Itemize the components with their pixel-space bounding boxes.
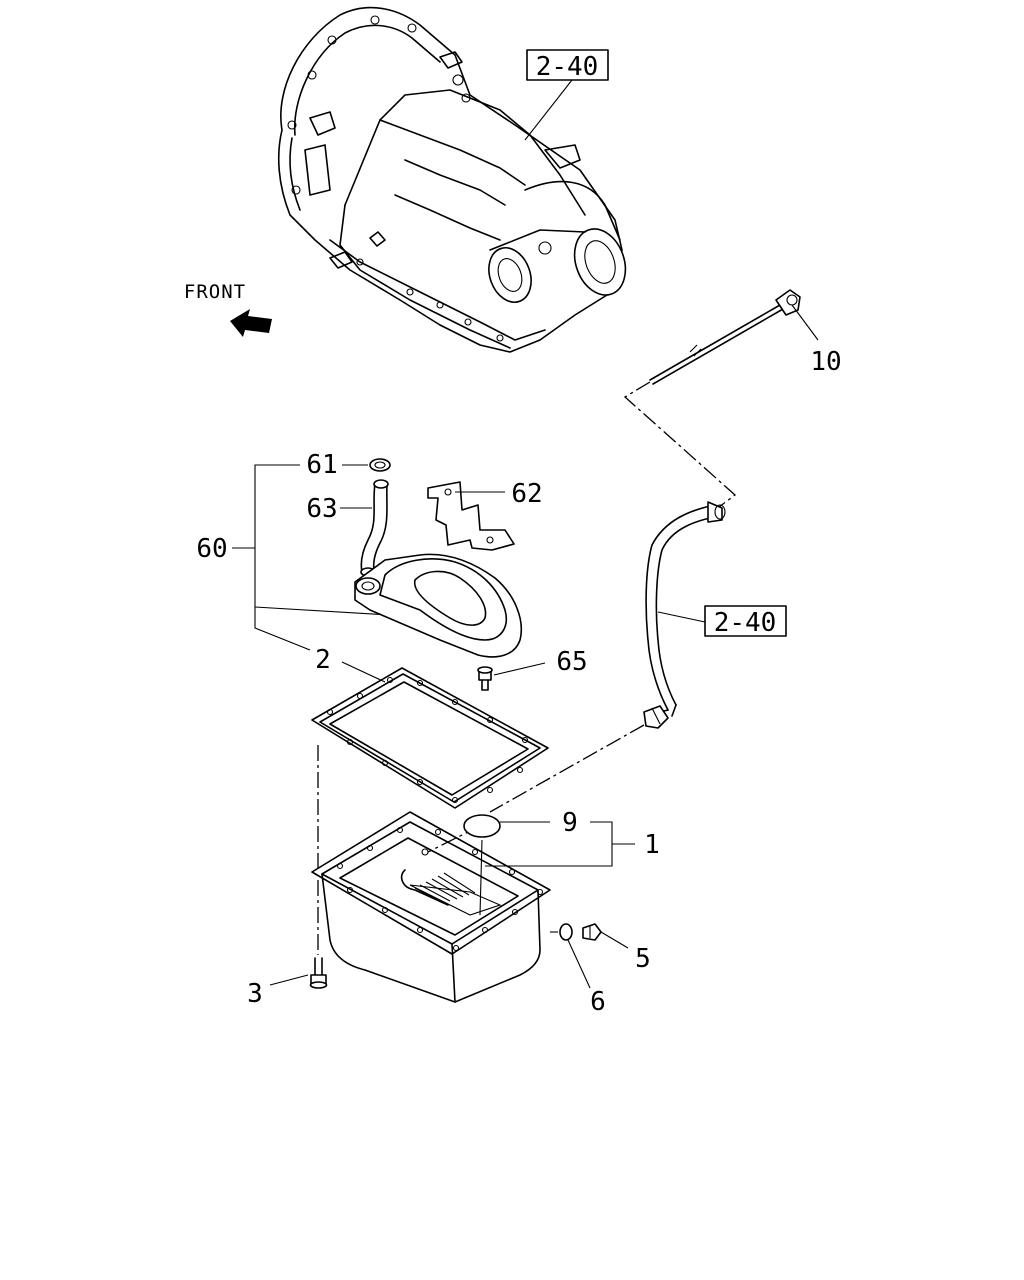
reference-box-pipe-frame xyxy=(704,605,787,637)
o-ring-61: 61 xyxy=(306,450,391,480)
bolt-3: 3 xyxy=(247,957,328,1009)
callout-3: 3 xyxy=(247,979,263,1009)
front-label: FRONT xyxy=(184,281,246,303)
drain-plug-5: 5 xyxy=(582,923,651,974)
reference-box-top-frame xyxy=(526,49,609,81)
callout-60: 60 xyxy=(196,534,227,564)
bolt-65: 65 xyxy=(477,647,588,691)
reference-box-pipe: 2-40 xyxy=(704,605,787,638)
plug-9: 9 xyxy=(463,808,578,838)
front-arrow-icon xyxy=(230,309,272,337)
callout-2: 2 xyxy=(315,645,331,675)
reference-label-top: 2-40 xyxy=(536,52,599,82)
callout-61: 61 xyxy=(306,450,337,480)
oil-pan-callout-bracket: 1 xyxy=(485,821,660,867)
washer-6: 6 xyxy=(559,923,606,1017)
reference-label-pipe: 2-40 xyxy=(714,608,777,638)
oil-pan xyxy=(311,811,551,1003)
callout-9: 9 xyxy=(562,808,578,838)
oil-strainer xyxy=(354,553,522,658)
bracket-62: 62 xyxy=(427,479,543,551)
filler-pipe xyxy=(643,501,726,729)
callout-65: 65 xyxy=(556,647,587,677)
callout-5: 5 xyxy=(635,944,651,974)
callout-62: 62 xyxy=(511,479,542,509)
callout-10: 10 xyxy=(810,347,841,377)
dipstick: 10 xyxy=(649,289,842,385)
reference-box-top: 2-40 xyxy=(524,49,609,141)
callout-1: 1 xyxy=(644,830,660,860)
callout-6: 6 xyxy=(590,987,606,1017)
front-indicator: FRONT xyxy=(184,281,272,337)
suction-pipe-63: 63 xyxy=(306,479,389,577)
oil-pan-gasket: 2 xyxy=(311,645,549,809)
callout-63: 63 xyxy=(306,494,337,524)
strainer-group-bracket: 60 xyxy=(196,464,391,651)
transmission-assembly xyxy=(277,6,627,353)
